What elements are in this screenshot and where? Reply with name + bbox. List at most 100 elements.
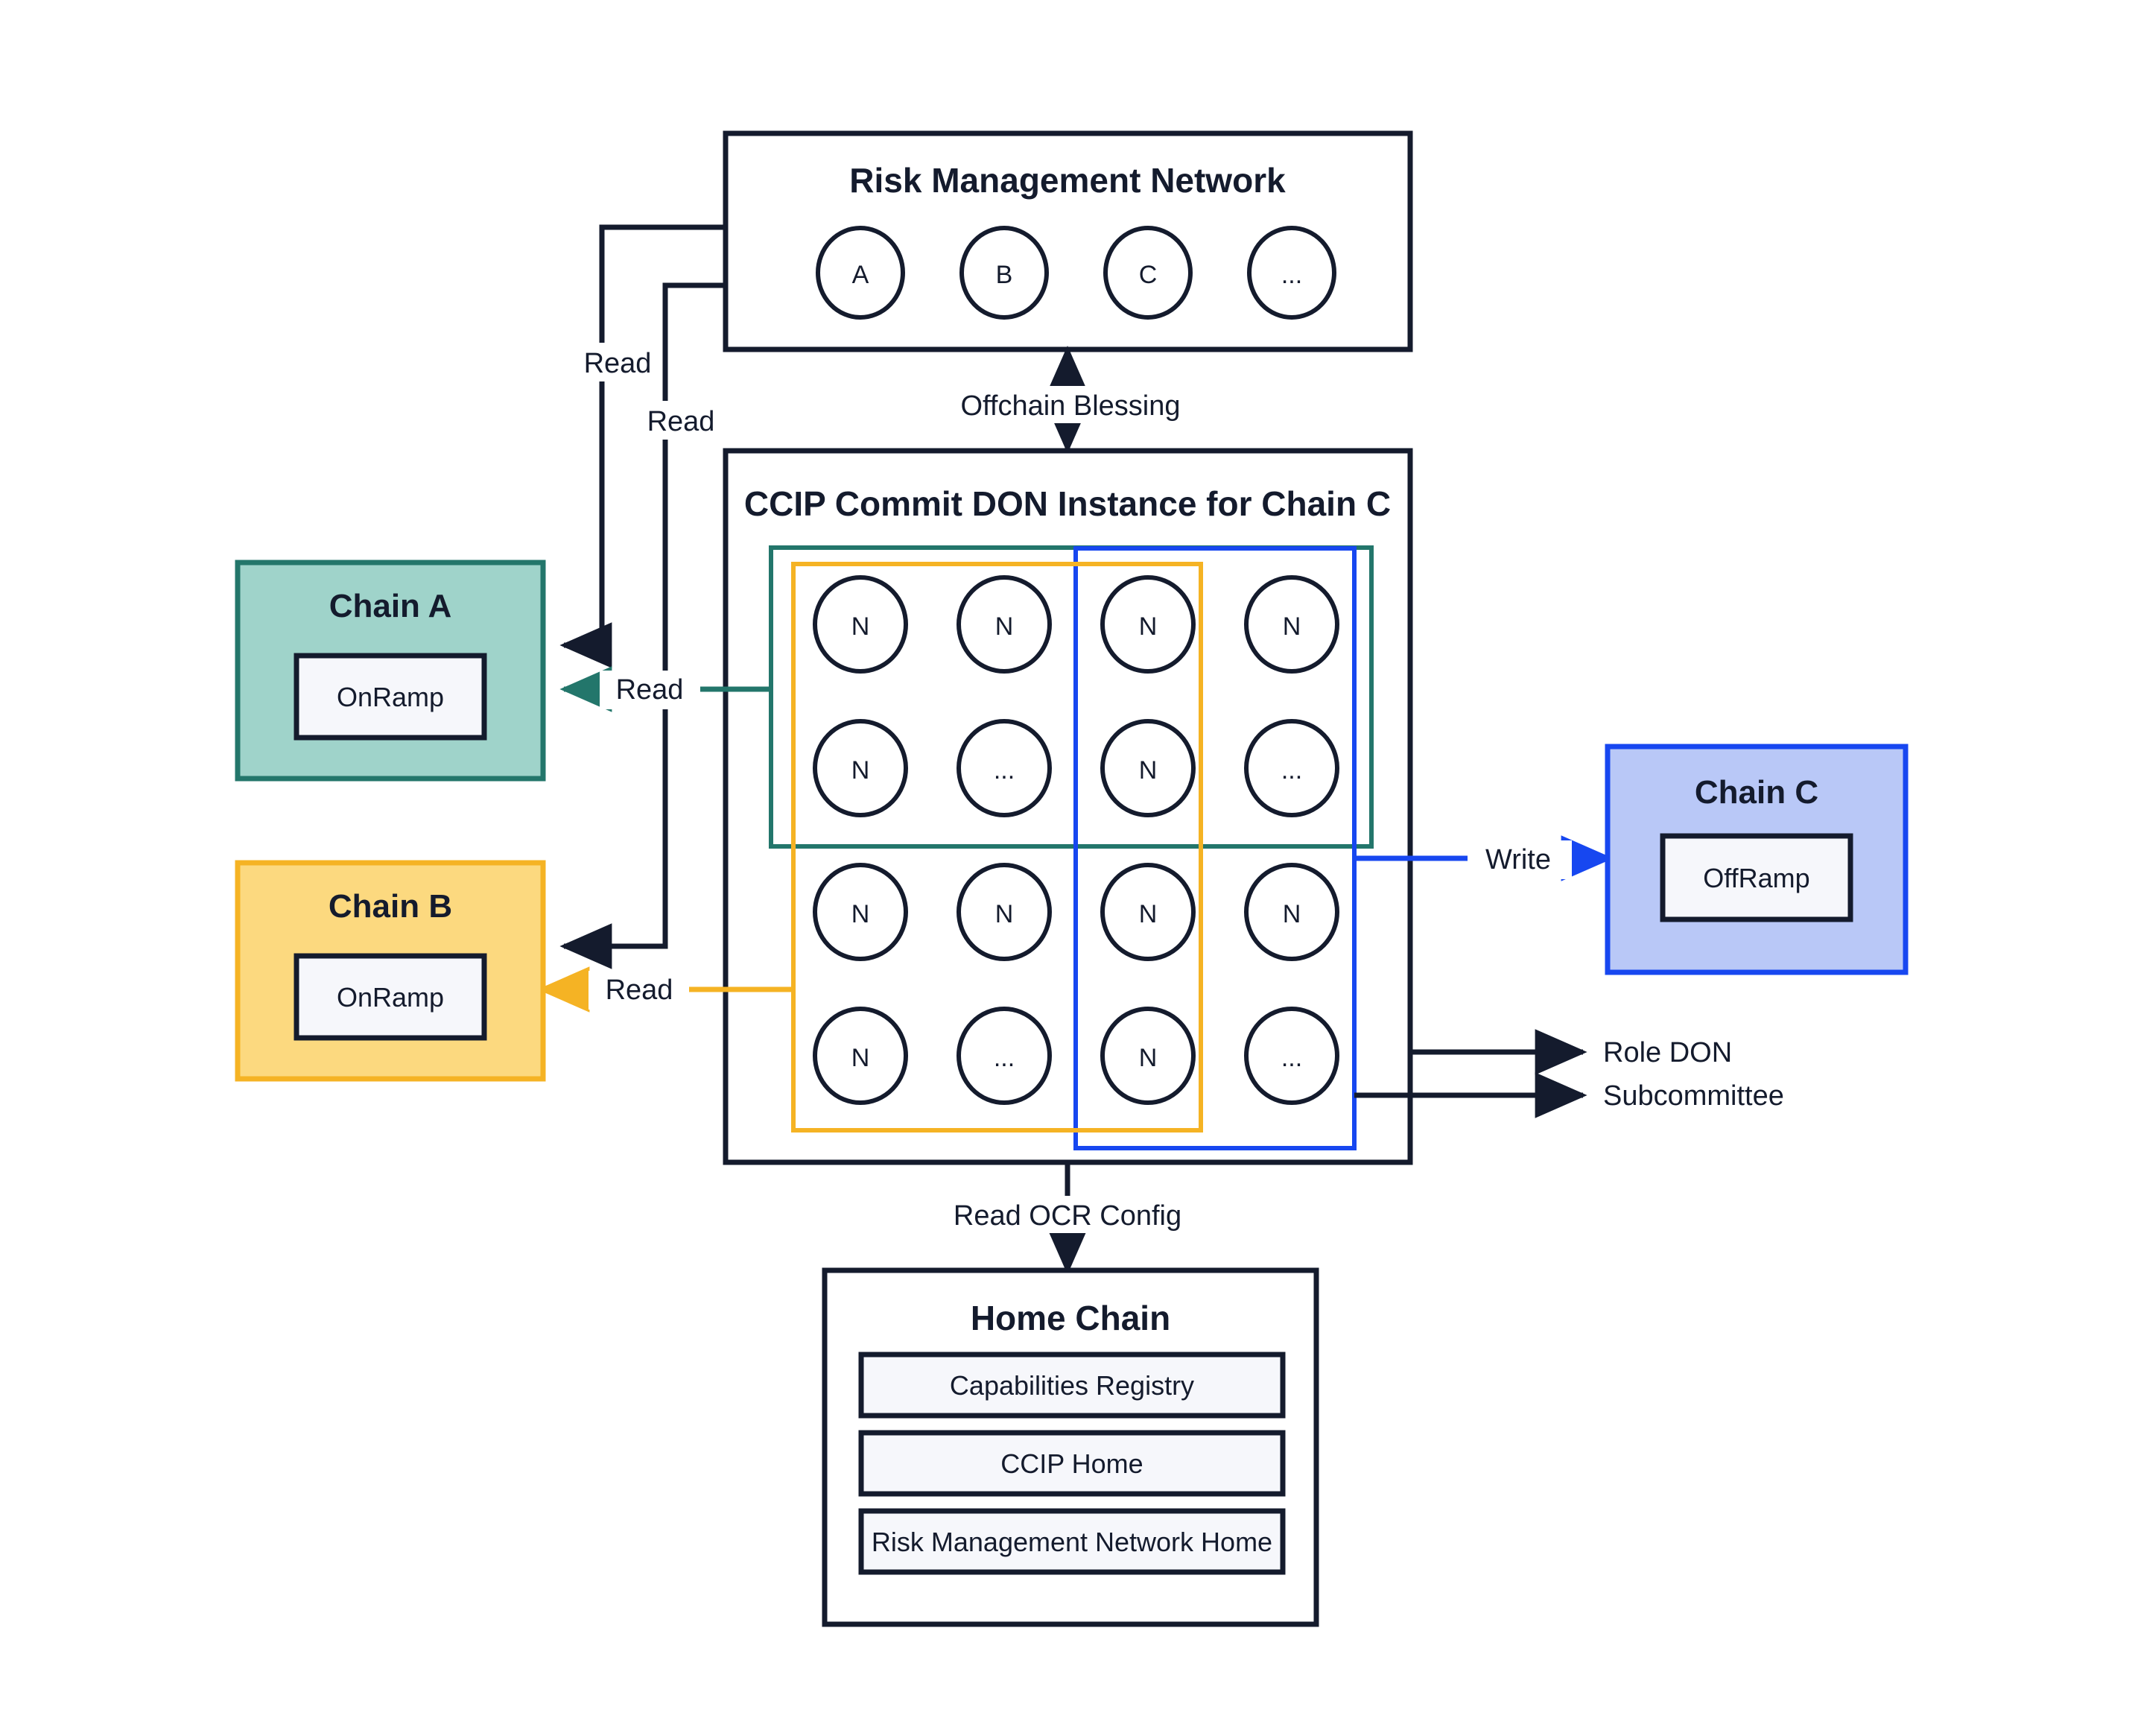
node-label: N	[851, 756, 870, 785]
label-backdrop	[632, 401, 729, 440]
edge-rmn-to-chain-a: Read	[559, 224, 726, 668]
commit-don-title: CCIP Commit DON Instance for Chain C	[744, 484, 1391, 523]
node-circle	[813, 719, 908, 817]
node-label: ...	[1281, 1044, 1302, 1072]
edge-label-read-ocr-config: Read OCR Config	[954, 1200, 1181, 1232]
item-frame	[858, 1352, 1286, 1419]
item-frame	[858, 1430, 1286, 1497]
commit-don-node-r1c4: N	[1244, 575, 1339, 674]
home-chain-item-rmn-home: Risk Management Network Home	[858, 1508, 1286, 1575]
home-chain-box: Home Chain Capabilities Registry CCIP Ho…	[822, 1267, 1319, 1627]
edge-label-read-don-chain-b: Read	[606, 975, 673, 1006]
edge-don-to-chain-a: Read	[559, 666, 771, 712]
edge-read-ocr-config: Read OCR Config	[954, 1164, 1274, 1275]
edge-line	[559, 224, 726, 668]
edge-label-write-chain-c: Write	[1485, 844, 1551, 875]
commit-don-node-r3c4: N	[1244, 863, 1339, 961]
commit-don-node-r4c2: ...	[957, 1007, 1052, 1105]
node-circle	[1103, 226, 1193, 320]
node-circle	[813, 1007, 908, 1105]
commit-don-node-r4c3: N	[1100, 1007, 1196, 1105]
group-box-amber	[791, 562, 1203, 1132]
edge-rmn-to-chain-b: Read	[559, 282, 729, 969]
node-circle	[957, 863, 1052, 961]
node-circle	[957, 719, 1052, 817]
commit-don-node-r2c4: ...	[1244, 719, 1339, 817]
home-chain-title: Home Chain	[971, 1299, 1170, 1337]
node-circle	[1244, 575, 1339, 674]
label-backdrop	[589, 971, 689, 1010]
label-backdrop	[569, 343, 666, 381]
chain-b-box: Chain B OnRamp	[235, 860, 546, 1082]
node-label: N	[1283, 612, 1301, 641]
home-chain-item-capabilities-registry: Capabilities Registry	[858, 1352, 1286, 1419]
node-label: B	[996, 261, 1013, 289]
chain-b-title: Chain B	[329, 888, 452, 925]
node-label: ...	[994, 1044, 1015, 1072]
chain-b-onramp-box	[294, 953, 487, 1041]
node-label: N	[1139, 756, 1158, 785]
commit-don-node-r3c2: N	[957, 863, 1052, 961]
node-label: N	[1139, 900, 1158, 928]
node-label: N	[851, 1044, 870, 1072]
commit-don-node-r4c4: ...	[1244, 1007, 1339, 1105]
chain-a-onramp-box	[294, 653, 487, 741]
chain-c-box: Chain C OffRamp	[1605, 744, 1909, 975]
node-circle	[816, 226, 905, 320]
node-label: N	[1283, 900, 1301, 928]
commit-don-box: CCIP Commit DON Instance for Chain C N N…	[723, 448, 1413, 1165]
commit-don-node-r3c1: N	[813, 863, 908, 961]
edge-label-subcommittee: Subcommittee	[1603, 1080, 1784, 1112]
node-circle	[1100, 1007, 1196, 1105]
chain-b-frame	[235, 860, 546, 1082]
commit-don-node-r2c1: N	[813, 719, 908, 817]
edge-offchain-blessing: Offchain Blessing	[960, 346, 1281, 454]
node-circle	[813, 575, 908, 674]
node-circle	[1244, 719, 1339, 817]
node-circle	[813, 863, 908, 961]
node-label: ...	[1281, 756, 1302, 785]
edge-label-read-rmn-chain-b: Read	[647, 406, 715, 437]
chain-a-title: Chain A	[329, 588, 452, 624]
rmn-node-c: C	[1103, 226, 1193, 320]
label-backdrop	[1468, 840, 1572, 879]
node-label: C	[1139, 261, 1158, 289]
node-label: N	[851, 900, 870, 928]
node-circle	[1100, 863, 1196, 961]
item-label: CCIP Home	[1000, 1448, 1143, 1479]
node-label: ...	[1281, 261, 1302, 289]
edge-label-read-rmn-chain-a: Read	[584, 348, 652, 379]
chain-a-box: Chain A OnRamp	[235, 560, 546, 782]
edge-label-role-don: Role DON	[1603, 1037, 1732, 1068]
edge-line	[559, 282, 726, 969]
edge-label-read-don-chain-a: Read	[616, 674, 684, 706]
commit-don-node-r2c3: N	[1100, 719, 1196, 817]
edge-label-offchain-blessing: Offchain Blessing	[960, 390, 1180, 422]
group-box-teal	[769, 545, 1374, 849]
chain-c-offramp-label: OffRamp	[1703, 863, 1809, 893]
node-label: N	[851, 612, 870, 641]
group-box-blue	[1073, 546, 1357, 1150]
item-frame	[858, 1508, 1286, 1575]
chain-b-onramp-label: OnRamp	[337, 982, 444, 1013]
node-label: N	[995, 612, 1014, 641]
label-backdrop	[968, 386, 1281, 423]
node-label: N	[1139, 1044, 1158, 1072]
chain-a-onramp-label: OnRamp	[337, 682, 444, 712]
node-circle	[957, 575, 1052, 674]
commit-don-node-r1c2: N	[957, 575, 1052, 674]
node-circle	[1247, 226, 1336, 320]
node-circle	[1244, 1007, 1339, 1105]
rmn-node-a: A	[816, 226, 905, 320]
node-circle	[1244, 863, 1339, 961]
commit-don-node-r2c2: ...	[957, 719, 1052, 817]
node-circle	[1100, 719, 1196, 817]
label-backdrop	[961, 1196, 1274, 1233]
chain-c-title: Chain C	[1695, 774, 1818, 811]
node-label: N	[995, 900, 1014, 928]
edge-don-to-chain-c: Write	[1354, 835, 1614, 881]
node-circle	[957, 1007, 1052, 1105]
chain-c-offramp-box	[1660, 833, 1853, 922]
